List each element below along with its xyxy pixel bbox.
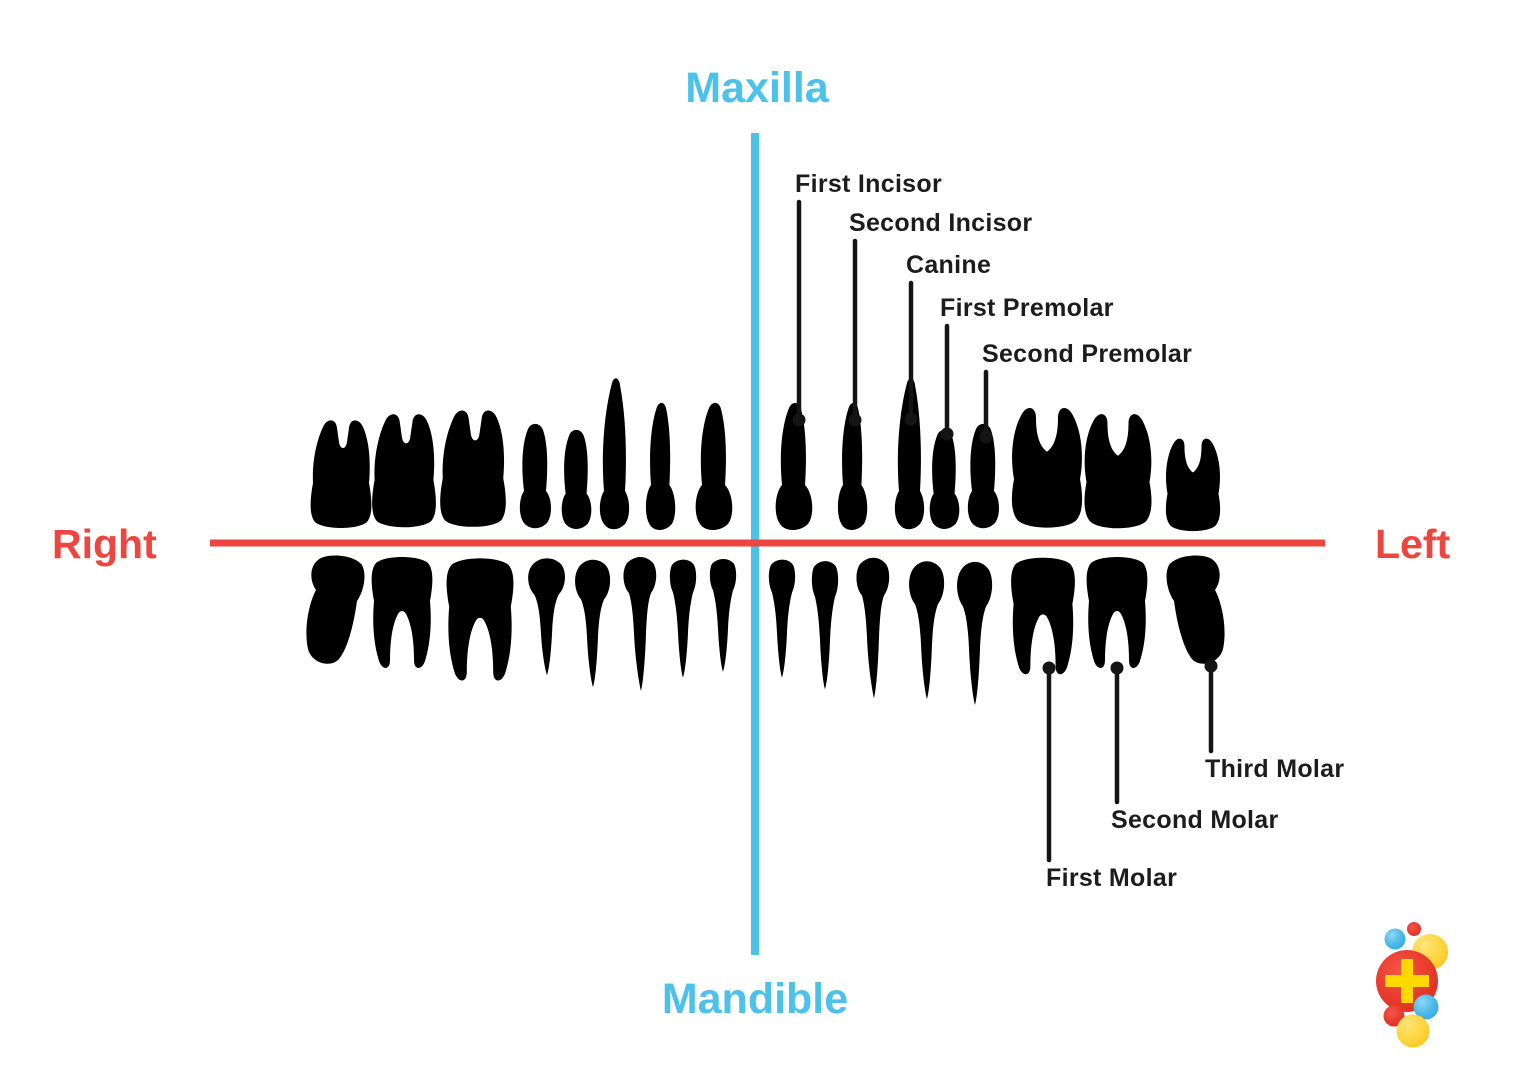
tooth-upper-left-first-premolar	[929, 429, 960, 529]
tooth-lower-right-second-incisor	[669, 559, 697, 678]
logo-bubble-blue-bottom	[1413, 994, 1439, 1020]
leader-second-molar	[1110, 661, 1124, 805]
logo-bubble-red-bottom-left	[1383, 1005, 1405, 1027]
tooth-lower-right-first-incisor	[709, 558, 737, 672]
tooth-lower-right-first-premolar	[575, 559, 611, 687]
tooth-upper-right-first-incisor	[695, 402, 733, 530]
tooth-upper-left-first-molar	[1011, 407, 1083, 529]
label-first-premolar: First Premolar	[940, 294, 1114, 322]
logo-bubble-yellow-bottom	[1396, 1014, 1430, 1048]
label-second-incisor: Second Incisor	[849, 209, 1032, 237]
tooth-upper-right-second-incisor	[645, 402, 676, 530]
leader-second-premolar	[979, 369, 993, 444]
tooth-upper-left-second-molar	[1084, 414, 1152, 530]
tooth-lower-right-second-molar	[371, 556, 433, 668]
label-first-molar: First Molar	[1046, 864, 1177, 892]
tooth-upper-right-first-premolar	[561, 429, 592, 529]
tooth-lower-right-canine	[623, 557, 657, 691]
label-second-molar: Second Molar	[1111, 806, 1279, 834]
upper-teeth-row	[310, 378, 1221, 532]
tooth-lower-left-second-incisor	[811, 561, 839, 690]
tooth-upper-right-first-molar	[440, 410, 506, 528]
tooth-lower-right-third-molar	[306, 555, 365, 664]
lower-teeth-row	[306, 555, 1225, 705]
leader-third-molar	[1204, 659, 1218, 754]
tooth-lower-left-second-molar	[1086, 556, 1148, 668]
lower-leader-lines	[1042, 659, 1218, 863]
label-canine: Canine	[906, 251, 991, 279]
label-third-molar: Third Molar	[1205, 755, 1344, 783]
right-side-title: Right	[52, 521, 157, 567]
upper-leader-lines	[792, 199, 993, 444]
leader-canine	[904, 280, 918, 426]
tooth-lower-left-second-premolar	[957, 561, 993, 705]
tooth-lower-right-first-molar	[446, 557, 514, 681]
tooth-upper-right-canine	[599, 378, 630, 530]
leader-first-incisor	[792, 199, 806, 427]
tooth-lower-left-first-molar	[1011, 556, 1075, 675]
leader-first-premolar	[940, 323, 954, 441]
maxilla-title: Maxilla	[685, 64, 829, 112]
left-side-title: Left	[1375, 521, 1451, 567]
tooth-upper-right-second-premolar	[519, 423, 552, 529]
logo-bubble-blue-top-left	[1384, 928, 1406, 950]
tooth-lower-right-second-premolar	[528, 558, 565, 675]
tooth-upper-left-third-molar	[1165, 438, 1221, 532]
mandible-title: Mandible	[662, 975, 848, 1023]
medical-plus-bubbles-logo	[1376, 922, 1448, 1048]
leader-second-incisor	[848, 238, 862, 427]
tooth-lower-left-canine	[856, 557, 890, 699]
leader-first-molar	[1042, 661, 1056, 863]
tooth-lower-left-first-premolar	[909, 561, 945, 699]
label-first-incisor: First Incisor	[795, 170, 942, 198]
logo-plus-icon	[1385, 959, 1429, 1003]
tooth-lower-left-third-molar	[1166, 555, 1225, 664]
tooth-lower-left-first-incisor	[768, 559, 796, 678]
label-second-premolar: Second Premolar	[982, 340, 1192, 368]
tooth-upper-right-second-molar	[372, 414, 436, 529]
tooth-upper-right-third-molar	[310, 420, 372, 529]
logo-bubble-red-top	[1407, 922, 1421, 936]
